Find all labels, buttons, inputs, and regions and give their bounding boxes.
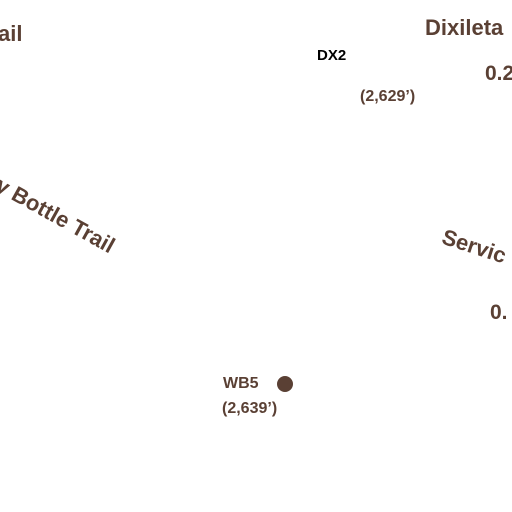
waypoint-code-dx2: DX2 xyxy=(317,47,347,64)
waypoint-dot-icon[interactable] xyxy=(277,376,293,392)
trail-label-service: Servic xyxy=(438,224,510,269)
trail-label-bottle: ey Bottle Trail xyxy=(0,166,120,259)
trail-distance-service: 0. xyxy=(490,301,508,324)
waypoint-code-wb5: WB5 xyxy=(223,375,259,392)
trail-distance-dixileta: 0.2 xyxy=(485,62,512,85)
trail-label-left: ail xyxy=(0,21,23,46)
trail-label-dixileta: Dixileta xyxy=(425,15,504,40)
waypoint-elevation-dx2: (2,629’) xyxy=(360,88,416,105)
waypoint-elevation-wb5: (2,639’) xyxy=(222,400,278,417)
